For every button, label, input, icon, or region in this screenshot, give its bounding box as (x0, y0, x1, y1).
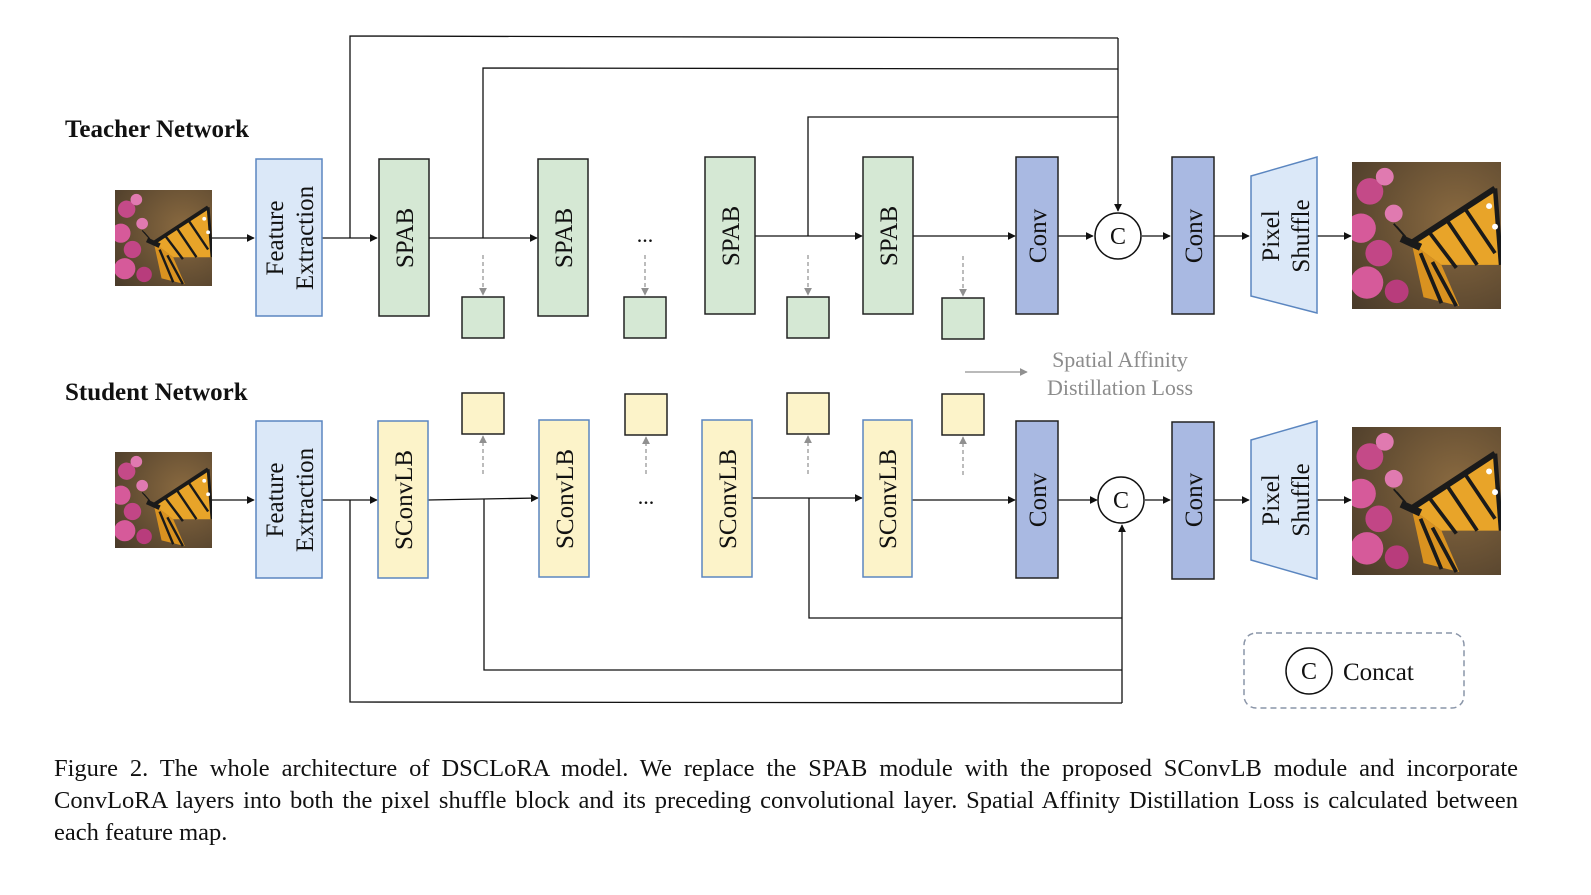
student-input-image (111, 452, 212, 548)
student-feature-map-arrows (479, 435, 967, 475)
pixel-shuffle-line1: Pixel (1258, 210, 1285, 261)
pixel-shuffle-line2: Shuffle (1288, 199, 1315, 272)
teacher-feature-map (941, 297, 985, 340)
loss-legend: Spatial Affinity Distillation Loss (965, 347, 1193, 400)
conv-label: Conv (1025, 208, 1052, 263)
pixel-shuffle-line1: Pixel (1258, 474, 1285, 525)
teacher-input-image (111, 190, 212, 286)
spab-label: SPAB (551, 208, 578, 268)
teacher-feature-map (461, 296, 505, 339)
concat-symbol: C (1113, 488, 1129, 514)
figure-caption: Figure 2. The whole architecture of DSCL… (54, 755, 1518, 846)
concat-symbol: C (1301, 659, 1317, 685)
teacher-skip-connections (349, 35, 1122, 238)
student-sconvlb-block: SConvLB (701, 419, 753, 578)
pixel-shuffle-line2: Shuffle (1288, 463, 1315, 536)
concat-legend-label: Concat (1343, 659, 1414, 686)
student-feature-maps (461, 392, 985, 436)
teacher-feature-map (786, 296, 830, 339)
teacher-conv-block: Conv (1171, 156, 1215, 315)
student-feature-extraction-block: Feature Extraction (255, 420, 323, 579)
teacher-pixel-shuffle-block: Pixel Shuffle (1250, 156, 1318, 314)
spab-label: SPAB (718, 206, 745, 266)
student-conv-block: Conv (1171, 421, 1215, 580)
spab-label: SPAB (876, 206, 903, 266)
student-sconvlb-block: SConvLB (538, 419, 590, 578)
student-ellipsis: ... (638, 484, 655, 509)
student-skip-connections (349, 498, 1126, 704)
teacher-spab-block: SPAB (378, 158, 430, 317)
sconvlb-label: SConvLB (391, 450, 418, 550)
student-sconvlb-block: SConvLB (862, 419, 913, 578)
student-feature-map (624, 393, 668, 436)
concat-circle-icon (1285, 647, 1333, 695)
student-feature-map (941, 393, 985, 436)
teacher-feature-map (623, 296, 667, 339)
teacher-feature-extraction-block: Feature Extraction (255, 158, 323, 317)
feature-extraction-line2: Extraction (292, 447, 319, 552)
sconvlb-label: SConvLB (715, 449, 742, 549)
concat-symbol: C (1110, 224, 1126, 250)
student-feature-map (461, 392, 505, 435)
teacher-output-image (1346, 162, 1501, 309)
feature-extraction-line1: Feature (262, 463, 289, 538)
conv-label: Conv (1181, 208, 1208, 263)
teacher-spab-block: SPAB (537, 158, 589, 317)
conv-label: Conv (1025, 472, 1052, 527)
spab-label: SPAB (392, 208, 419, 268)
teacher-spab-block: SPAB (704, 156, 756, 315)
sconvlb-label: SConvLB (875, 449, 902, 549)
teacher-spab-block: SPAB (862, 156, 914, 315)
teacher-feature-maps (461, 296, 985, 340)
student-concat-circle-icon: C (1097, 476, 1145, 524)
teacher-network-label: Teacher Network (65, 116, 249, 143)
student-sconvlb-block: SConvLB (377, 420, 429, 579)
loss-legend-line1: Spatial Affinity (1052, 347, 1188, 372)
student-output-image (1346, 427, 1501, 575)
sconvlb-label: SConvLB (552, 449, 579, 549)
feature-extraction-line2: Extraction (292, 185, 319, 290)
loss-legend-line2: Distillation Loss (1047, 375, 1193, 400)
architecture-diagram: Teacher Network Feature Extraction SPAB … (65, 35, 1591, 709)
student-network-label: Student Network (65, 379, 248, 406)
teacher-concat-circle-icon: C (1094, 212, 1142, 260)
teacher-ellipsis: ... (637, 222, 654, 247)
concat-legend: C Concat (1243, 632, 1465, 709)
feature-extraction-line1: Feature (262, 201, 289, 276)
student-conv-block: Conv (1015, 420, 1059, 579)
student-feature-map (786, 392, 830, 435)
conv-label: Conv (1181, 472, 1208, 527)
teacher-conv-block: Conv (1015, 156, 1059, 315)
student-pixel-shuffle-block: Pixel Shuffle (1250, 420, 1318, 580)
